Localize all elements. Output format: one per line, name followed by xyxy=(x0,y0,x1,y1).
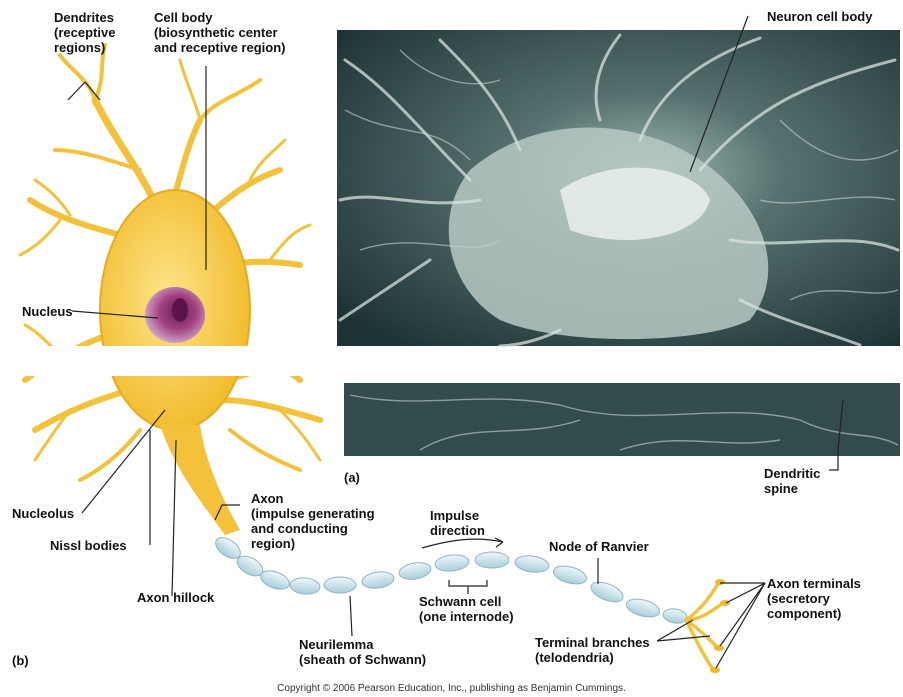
terminal-branches xyxy=(686,584,722,668)
label-nissl-bodies: Nissl bodies xyxy=(50,538,127,553)
label-neurilemma: Neurilemma (sheath of Schwann) xyxy=(299,637,426,667)
copyright-notice: Copyright © 2006 Pearson Education, Inc.… xyxy=(0,683,903,694)
label-dendrites: Dendrites (receptive regions) xyxy=(54,10,115,55)
label-neuron-cell-body: Neuron cell body xyxy=(767,9,872,24)
label-axon: Axon (impulse generating and conducting … xyxy=(251,491,375,551)
label-panel-a: (a) xyxy=(344,470,360,485)
label-nucleus: Nucleus xyxy=(22,304,73,319)
label-schwann-cell: Schwann cell (one internode) xyxy=(419,594,514,624)
label-terminal-branches: Terminal branches (telodendria) xyxy=(535,635,650,665)
label-dendritic-spine: Dendritic spine xyxy=(764,466,820,496)
micrograph-image xyxy=(337,30,900,456)
label-axon-hillock: Axon hillock xyxy=(137,590,214,605)
label-node-of-ranvier: Node of Ranvier xyxy=(549,539,649,554)
label-axon-terminals: Axon terminals (secretory component) xyxy=(767,576,861,621)
label-nucleolus: Nucleolus xyxy=(12,506,74,521)
label-impulse-direction: Impulse direction xyxy=(430,508,485,538)
label-cell-body: Cell body (biosynthetic center and recep… xyxy=(154,10,285,55)
label-panel-b: (b) xyxy=(12,653,29,668)
